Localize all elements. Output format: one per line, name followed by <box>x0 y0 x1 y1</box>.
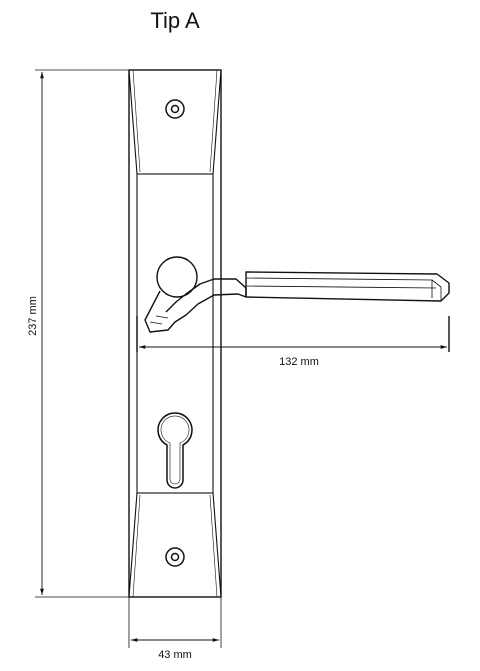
handle-length-label: 132 mm <box>279 356 319 368</box>
dimension-handle-length <box>136 316 450 352</box>
drawing-title: Tip A <box>150 8 200 33</box>
width-label: 43 mm <box>158 649 192 661</box>
backplate <box>128 69 222 598</box>
screw-hole-top <box>165 99 185 119</box>
backplate-outline <box>128 69 222 598</box>
dimension-height <box>35 69 129 598</box>
handle-rose <box>156 256 198 298</box>
lever-handle <box>144 256 450 333</box>
height-label: 237 mm <box>27 296 39 336</box>
screw-hole-bottom <box>165 547 185 567</box>
dimension-width <box>128 597 222 648</box>
cylinder-keyhole <box>157 412 193 489</box>
backplate-inner-panel <box>136 173 214 494</box>
